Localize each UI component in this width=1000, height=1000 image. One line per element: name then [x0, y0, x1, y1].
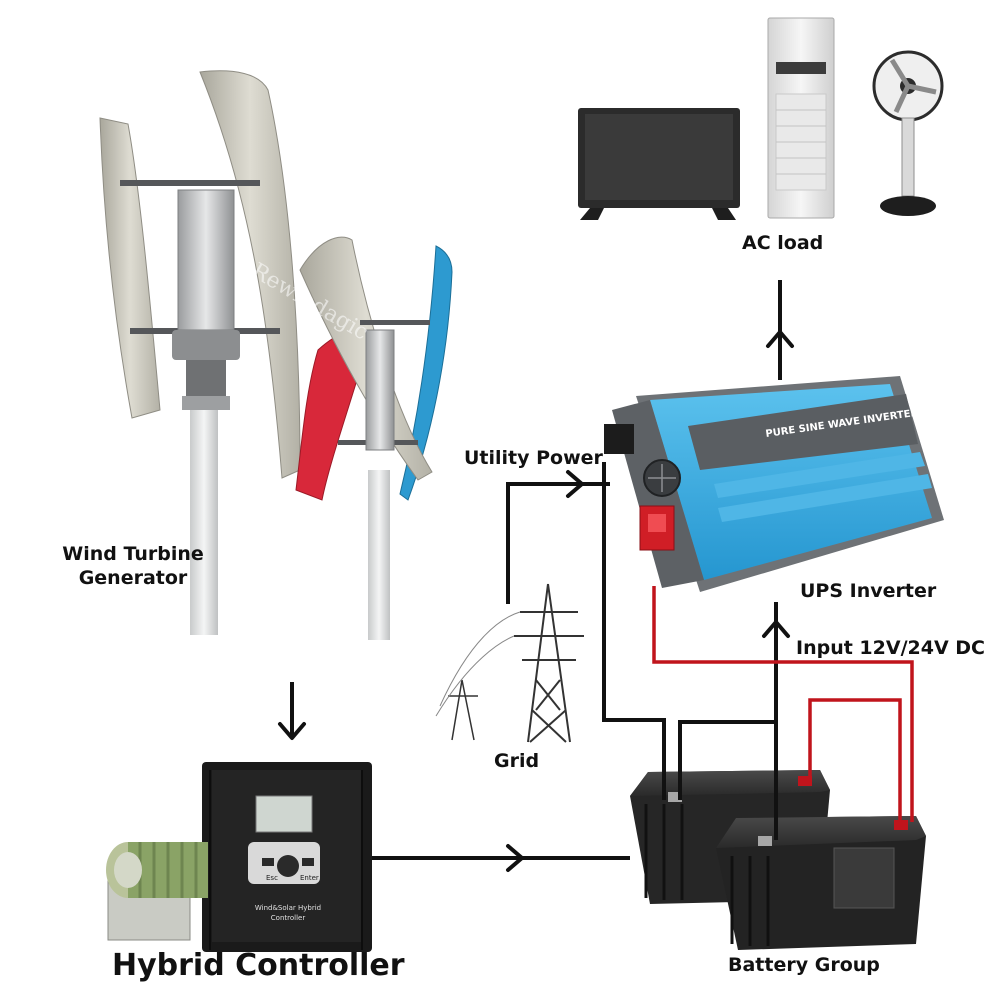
arrow-controller-battery — [506, 844, 524, 872]
controller-icon — [202, 762, 372, 952]
wind-turbine-icon — [99, 70, 301, 635]
flow-arrows — [278, 330, 794, 872]
fan-icon — [872, 50, 944, 216]
hybrid-controller-label: Hybrid Controller — [112, 948, 405, 983]
dump-load-resistor-icon — [106, 842, 208, 941]
utility-power-label: Utility Power — [464, 447, 603, 469]
ups-inverter-label: UPS Inverter — [800, 580, 937, 602]
inverter-icon — [604, 376, 944, 592]
battery-icon — [716, 816, 926, 950]
wind-turbine-label-line1: Wind Turbine — [62, 543, 204, 565]
input-dc-label: Input 12V/24V DC — [796, 637, 985, 659]
arrow-input-dc — [762, 620, 790, 638]
grid-label: Grid — [494, 750, 540, 772]
arrow-turbine-down — [278, 722, 306, 740]
wind-turbine-label-line2: Generator — [78, 567, 188, 589]
red-wires — [652, 586, 914, 822]
air-conditioner-icon — [767, 17, 835, 219]
battery-group-label: Battery Group — [728, 954, 880, 976]
wind-turbine-label: Wind Turbine Generator — [58, 542, 208, 590]
controller-name-line1: Wind&Solar Hybrid — [255, 904, 321, 912]
controller-name-line2: Controller — [271, 914, 306, 922]
controller-esc-label: Esc — [266, 874, 278, 882]
small-wind-turbine-icon — [295, 236, 453, 640]
power-tower-icon — [435, 583, 584, 743]
ac-load-label: AC load — [742, 232, 824, 254]
controller-enter-label: Enter — [300, 874, 319, 882]
tv-icon — [578, 108, 740, 220]
arrow-ac-load — [766, 330, 794, 348]
arrow-utility-power — [566, 470, 584, 498]
